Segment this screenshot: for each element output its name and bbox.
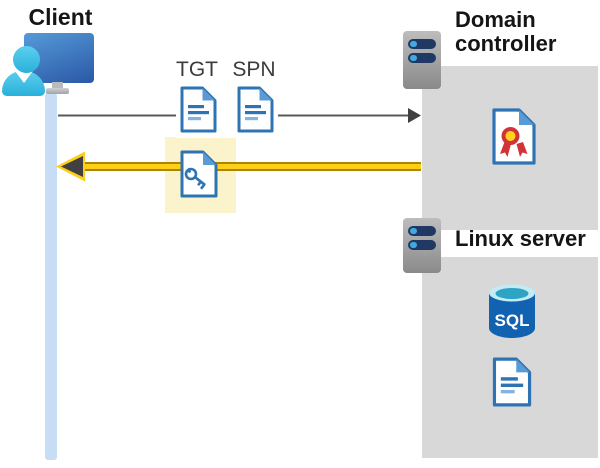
tgt-label: TGT (176, 58, 218, 81)
sql-database-icon: SQL (489, 284, 535, 338)
client-user-collar (15, 71, 33, 83)
monitor-stand-icon (52, 82, 63, 89)
ticket-key-document-icon (180, 150, 218, 198)
server-drive-icon (408, 226, 436, 236)
server-drive-icon (408, 39, 436, 49)
monitor-stand-base-icon (46, 88, 69, 94)
server-drive-icon (408, 53, 436, 63)
client-lifeline (45, 93, 57, 460)
sql-badge-text: SQL (495, 311, 530, 330)
linux-server-label: Linux server (455, 226, 586, 251)
spn-document-icon (237, 86, 274, 133)
client-user-head (13, 46, 40, 73)
certificate-icon (492, 108, 536, 165)
spn-label: SPN (232, 58, 276, 81)
keytab-document-icon (492, 357, 532, 407)
server-drive-icon (408, 240, 436, 250)
tgt-document-icon (180, 86, 217, 133)
domain-controller-label: Domain controller (455, 7, 557, 56)
response-arrow (56, 151, 421, 182)
linux-server-icon (403, 218, 441, 273)
domain-controller-server-icon (403, 31, 441, 89)
client-label: Client (28, 4, 93, 30)
